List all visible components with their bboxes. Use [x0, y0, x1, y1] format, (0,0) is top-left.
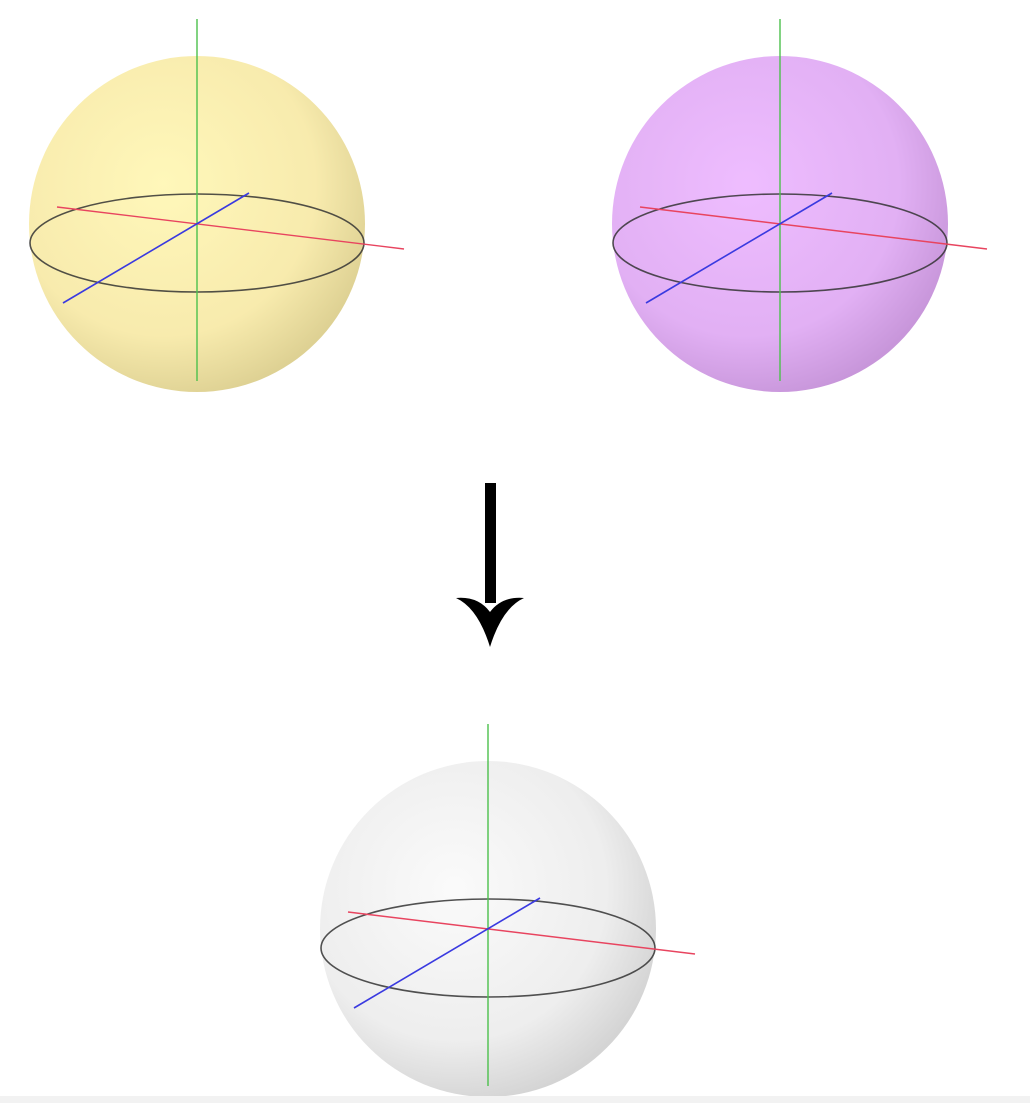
x-axis-line	[56, 206, 405, 250]
sphere-yellow	[29, 19, 405, 392]
bottom-strip	[0, 1096, 1030, 1103]
z-axis-line	[62, 192, 250, 304]
z-axis-line	[645, 192, 833, 304]
x-axis-line	[347, 911, 696, 955]
x-axis-line	[639, 206, 988, 250]
down-arrow	[456, 483, 524, 647]
sphere-result	[320, 724, 696, 1097]
z-axis-line	[353, 897, 541, 1009]
sphere-purple	[612, 19, 988, 392]
